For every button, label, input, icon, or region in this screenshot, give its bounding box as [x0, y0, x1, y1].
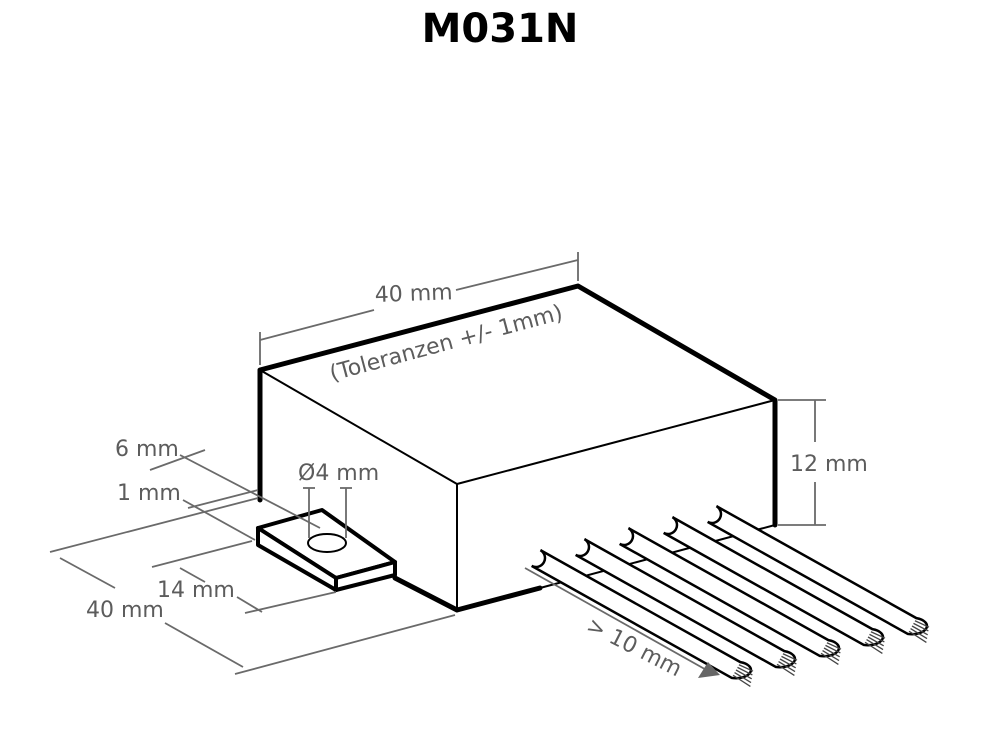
wire-strand [869, 633, 885, 643]
wire-strand [779, 658, 797, 669]
dim-tab-width-ext-left [151, 540, 253, 568]
dim-wire-length-arrow [698, 662, 720, 678]
wire-strand [913, 622, 929, 632]
wire-strand [826, 642, 842, 650]
housing-side-face [457, 400, 775, 610]
wire-strand [822, 650, 840, 662]
label-top-width: 40 mm [374, 280, 453, 308]
wire-2 [574, 538, 798, 676]
wire-strand [781, 655, 797, 665]
label-depth: 40 mm [86, 598, 164, 623]
dimension-lines [49, 252, 826, 678]
wire-strand [866, 639, 884, 651]
wire-4 [662, 516, 886, 654]
wire-strand [867, 636, 885, 647]
wire-strand [823, 647, 841, 658]
wire-strand [870, 631, 886, 639]
housing-front-face [260, 370, 457, 610]
dim-tab-thickness-tick [187, 489, 259, 509]
dim-tab-width-line-b [236, 596, 263, 613]
housing-bottom-outline [392, 575, 543, 613]
tab-side-face [334, 560, 397, 592]
wire-strand [782, 653, 798, 661]
label-tab-thickness: 1 mm [117, 481, 181, 506]
wire-1 [530, 549, 754, 687]
label-hole-diameter: Ø4 mm [298, 461, 379, 486]
wire-strand [778, 661, 796, 673]
wire-strand [864, 641, 883, 654]
wire-3 [618, 527, 842, 665]
dim-wire-length-line [524, 567, 711, 673]
housing-edge-top-front [259, 369, 458, 485]
page-title: M031N [421, 6, 579, 52]
housing-outline [257, 283, 778, 528]
housing-top-face [260, 286, 775, 484]
dim-top-line-right [455, 259, 579, 291]
dim-depth-line-a [59, 557, 116, 589]
dim-top-line-left [259, 309, 375, 341]
wire-strand [914, 620, 930, 628]
wire-strand [776, 663, 795, 676]
wire-strand [820, 652, 839, 665]
label-tab-length: 6 mm [115, 437, 179, 462]
wire-strand [911, 625, 929, 636]
dim-depth-ext-bottom [234, 614, 456, 675]
dim-tab-width-line-a [179, 567, 206, 583]
dim-tab-length-tick [149, 449, 206, 471]
dim-depth-ext-top [49, 497, 259, 553]
mounting-tab [256, 508, 397, 592]
dim-tab-width-ext-right [244, 591, 337, 614]
wire-strand [732, 674, 751, 687]
label-tab-width: 14 mm [157, 578, 235, 603]
dim-depth-line-b [164, 622, 244, 668]
mounting-hole [307, 533, 347, 553]
wire-5 [706, 505, 930, 643]
wire-strand [738, 664, 754, 672]
wire-strand [735, 669, 753, 680]
wire-bundle [530, 505, 930, 687]
wire-strand [737, 666, 753, 676]
housing-edge-top-right [456, 399, 776, 485]
wire-strand [825, 644, 841, 654]
wire-strand [734, 672, 752, 684]
wire-strand [910, 628, 928, 640]
wire-strand [908, 630, 927, 643]
label-height: 12 mm [790, 452, 868, 477]
